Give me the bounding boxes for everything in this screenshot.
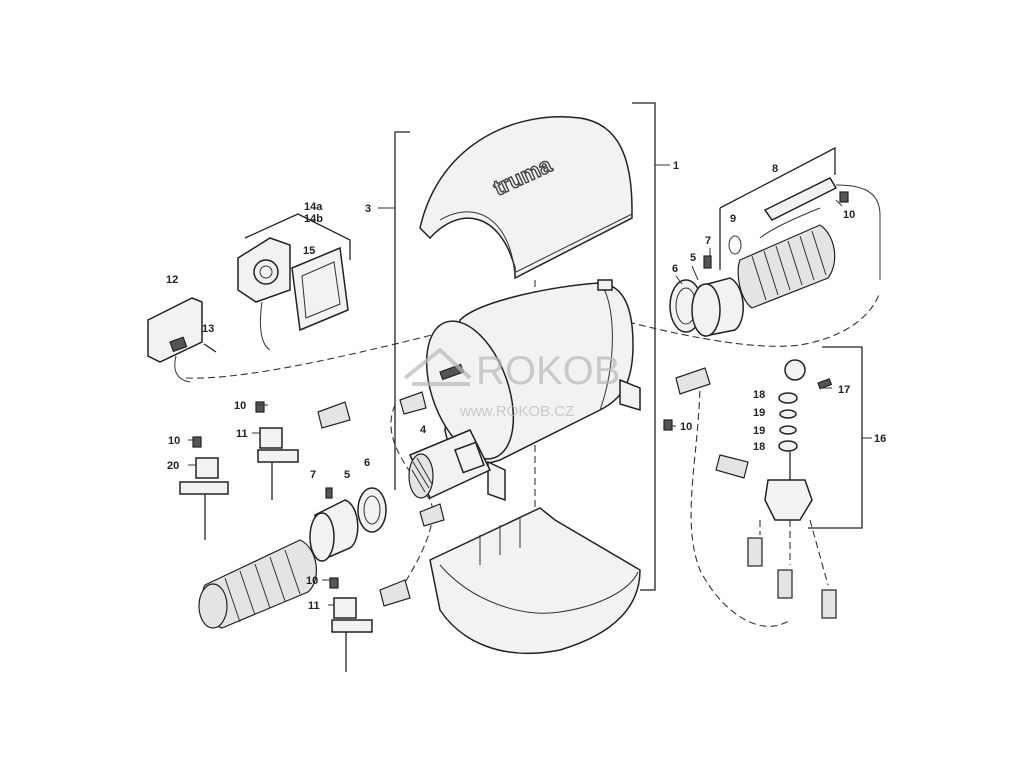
callout-18a: 18 xyxy=(753,389,765,401)
callout-8: 8 xyxy=(772,163,778,175)
watermark-url: www.ROKOB.CZ xyxy=(459,403,574,420)
group-bracket-16 xyxy=(808,346,872,529)
watermark-text: ROKOB xyxy=(476,349,620,393)
flue-ring-6-left xyxy=(357,487,387,533)
callout-17: 17 xyxy=(838,384,850,396)
callout-15: 15 xyxy=(303,245,315,257)
flue-collar-5-left xyxy=(309,487,359,562)
callout-5b: 5 xyxy=(344,469,350,481)
clamp-ring-9 xyxy=(728,235,742,255)
heating-rod-cable xyxy=(835,184,881,280)
screw-13 xyxy=(203,343,217,353)
watermark: ROKOB www.ROKOB.CZ xyxy=(403,347,620,420)
callout-3: 3 xyxy=(365,203,371,215)
callout-14a: 14a xyxy=(304,201,323,213)
callout-20: 20 xyxy=(167,460,179,472)
top-cover: truma xyxy=(419,116,633,280)
callout-12: 12 xyxy=(166,274,178,286)
valve-11-lower xyxy=(329,577,411,672)
cable-line-heating-rod xyxy=(627,291,881,347)
callout-7a: 7 xyxy=(705,235,711,247)
callout-10b: 10 xyxy=(234,400,246,412)
group-bracket-8 xyxy=(719,146,836,270)
valve-11-upper xyxy=(255,401,351,500)
callout-10c: 10 xyxy=(168,435,180,447)
flue-collar-5 xyxy=(691,277,744,337)
flexible-duct-left xyxy=(198,539,317,629)
callout-4: 4 xyxy=(420,424,427,436)
gas-line-left xyxy=(390,404,434,591)
callout-1: 1 xyxy=(673,160,679,172)
callout-11a: 11 xyxy=(236,428,248,440)
control-panel-14 xyxy=(237,237,291,351)
callout-18b: 18 xyxy=(753,441,765,453)
gas-line-right xyxy=(690,379,791,627)
group-bracket-3 xyxy=(378,131,410,490)
callout-16: 16 xyxy=(874,433,886,445)
group-bracket-1 xyxy=(632,102,670,591)
callout-13: 13 xyxy=(202,323,214,335)
valve-assembly-16 xyxy=(715,359,837,619)
valve-20 xyxy=(179,436,229,540)
callout-7b: 7 xyxy=(310,469,316,481)
callout-9: 9 xyxy=(730,213,736,225)
callout-6b: 6 xyxy=(364,457,370,469)
callout-5a: 5 xyxy=(690,252,696,264)
screw-7 xyxy=(703,255,712,269)
callout-14b: 14b xyxy=(304,213,323,225)
burner-tube xyxy=(408,429,492,499)
group-bracket-14 xyxy=(244,213,351,260)
callout-11b: 11 xyxy=(308,600,320,612)
callout-19a: 19 xyxy=(753,407,765,419)
callout-10e: 10 xyxy=(680,421,692,433)
frame-15 xyxy=(291,246,349,332)
callout-10d: 10 xyxy=(306,575,318,587)
fitting-left-mid xyxy=(399,391,445,527)
leader-lines xyxy=(188,199,843,606)
fitting-right-mid xyxy=(663,367,711,431)
callout-10a: 10 xyxy=(843,209,855,221)
heating-coil-8 xyxy=(737,177,838,309)
callout-6a: 6 xyxy=(672,263,678,275)
bottom-cover xyxy=(429,507,641,655)
transformer-12 xyxy=(147,297,203,383)
callout-19b: 19 xyxy=(753,425,765,437)
